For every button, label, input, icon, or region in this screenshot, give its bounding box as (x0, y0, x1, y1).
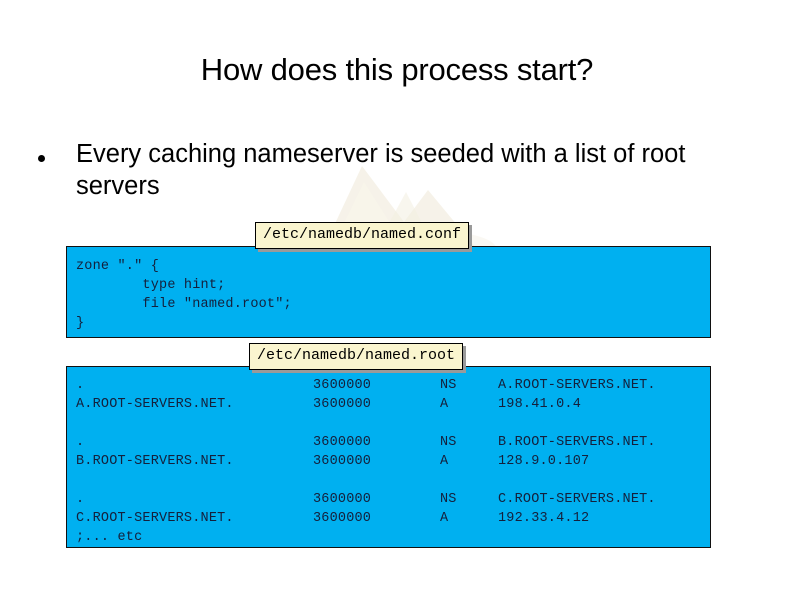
table-cell-type: NS (440, 378, 457, 393)
table-cell-rdata: A.ROOT-SERVERS.NET. (498, 378, 656, 393)
table-cell-spacer (76, 414, 656, 433)
table-cell-rdata: 198.41.0.4 (498, 397, 582, 412)
table-row-spacer (76, 414, 656, 433)
table-cell-ttl: 3600000 (313, 435, 372, 450)
table-cell-type: A (440, 454, 449, 469)
table-cell-ttl: 3600000 (313, 378, 372, 393)
code-line: file "named.root"; (76, 297, 292, 312)
table-cell-owner: . (76, 435, 85, 450)
table-cell-spacer (76, 471, 656, 490)
code-panel-named-conf: zone "." { type hint; file "named.root";… (66, 246, 711, 338)
table-cell-type: NS (440, 492, 457, 507)
page-title: How does this process start? (200, 52, 594, 87)
code-line: zone "." { (76, 259, 160, 274)
table-cell-owner: A.ROOT-SERVERS.NET. (76, 397, 234, 412)
table-cell-owner: . (76, 378, 85, 393)
table-cell-type: A (440, 511, 449, 526)
table-cell-rdata: C.ROOT-SERVERS.NET. (498, 492, 656, 507)
table-cell-type: NS (440, 435, 457, 450)
table-cell-ttl: 3600000 (313, 511, 372, 526)
table-cell-rdata: B.ROOT-SERVERS.NET. (498, 435, 656, 450)
table-cell-owner: B.ROOT-SERVERS.NET. (76, 454, 234, 469)
code-line: type hint; (76, 278, 226, 293)
table-cell-ttl: 3600000 (313, 397, 372, 412)
code-line: } (76, 316, 85, 331)
table-cell-rdata: 192.33.4.12 (498, 511, 590, 526)
table-cell-rdata: 128.9.0.107 (498, 454, 590, 469)
table-row: . 3600000 NS B.ROOT-SERVERS.NET. (76, 433, 656, 452)
table-row: . 3600000 NS C.ROOT-SERVERS.NET. (76, 490, 656, 509)
table-cell-ttl: 3600000 (313, 454, 372, 469)
table-row: C.ROOT-SERVERS.NET. 3600000 A 192.33.4.12 (76, 509, 656, 528)
table-cell-type: A (440, 397, 449, 412)
bullet-list-item: Every caching nameserver is seeded with … (38, 138, 758, 202)
code-comment-line: ;... etc (76, 530, 143, 545)
table-row-spacer (76, 471, 656, 490)
table-row: B.ROOT-SERVERS.NET. 3600000 A 128.9.0.107 (76, 452, 656, 471)
file-path-label-named-root: /etc/namedb/named.root (249, 343, 464, 370)
table-row: . 3600000 NS A.ROOT-SERVERS.NET. (76, 376, 656, 395)
table-cell-ttl: 3600000 (313, 492, 372, 507)
table-cell-owner: C.ROOT-SERVERS.NET. (76, 511, 234, 526)
table-cell-owner: . (76, 492, 85, 507)
bullet-item-label: Every caching nameserver is seeded with … (76, 140, 686, 200)
file-path-label-named-conf: /etc/namedb/named.conf (255, 222, 470, 249)
table-row: A.ROOT-SERVERS.NET. 3600000 A 198.41.0.4 (76, 395, 656, 414)
bullet-dot-icon (38, 155, 45, 162)
